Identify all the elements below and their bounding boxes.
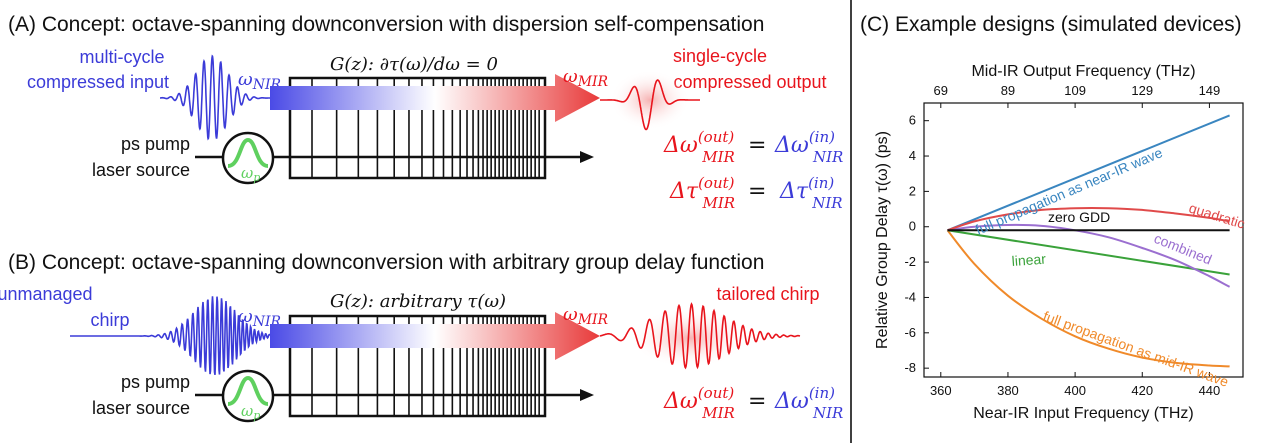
panel-a-output-label-1: single-cycle bbox=[673, 46, 767, 66]
panel-a-equation-freq: Δω(out)MIR = Δω(in)NIR bbox=[663, 128, 843, 166]
panel-a-conversion-arrow bbox=[270, 74, 600, 122]
y-tick-label: -4 bbox=[904, 289, 916, 304]
x-tick-label: 440 bbox=[1199, 383, 1221, 398]
panel-a-input-label-1: multi-cycle bbox=[79, 47, 164, 67]
panel-b-pump-arrowhead bbox=[580, 389, 594, 401]
panel-a-grating-label: G(z): ∂τ(ω)/dω = 0 bbox=[330, 54, 498, 75]
panel-b-pump-source bbox=[221, 369, 275, 423]
panel-a: (A) Concept: octave-spanning downconvers… bbox=[8, 13, 843, 212]
panel-a-input-label-2: compressed input bbox=[27, 72, 169, 92]
x-tick-label: 360 bbox=[930, 383, 952, 398]
panel-c-title: (C) Example designs (simulated devices) bbox=[860, 13, 1242, 36]
series-line bbox=[947, 223, 1231, 288]
panel-b-title: (B) Concept: octave-spanning downconvers… bbox=[8, 251, 764, 274]
series-line bbox=[947, 114, 1230, 232]
svg-text:=: = bbox=[748, 133, 766, 158]
x2-tick-label: 129 bbox=[1131, 83, 1153, 98]
y-tick-label: -6 bbox=[904, 325, 916, 340]
x2-axis-label: Mid-IR Output Frequency (THz) bbox=[971, 63, 1195, 80]
panel-a-title: (A) Concept: octave-spanning downconvers… bbox=[8, 13, 764, 36]
svg-text:=: = bbox=[748, 389, 766, 414]
y-tick-label: 0 bbox=[909, 219, 916, 234]
svg-text:Δτ(in)NIR: Δτ(in)NIR bbox=[779, 174, 843, 212]
series-label: combined bbox=[1152, 230, 1214, 268]
series-label: linear bbox=[1011, 251, 1047, 269]
panel-c: (C) Example designs (simulated devices) … bbox=[860, 13, 1247, 422]
panel-b-input-label-1: unmanaged bbox=[0, 284, 93, 304]
panel-b-input-pulse bbox=[70, 296, 271, 375]
panel-a-output-label-2: compressed output bbox=[673, 72, 826, 92]
series-label: quadratic bbox=[1187, 200, 1247, 232]
svg-text:Δτ(out)MIR: Δτ(out)MIR bbox=[669, 174, 735, 212]
svg-text:Δω(out)MIR: Δω(out)MIR bbox=[663, 384, 735, 422]
x-tick-label: 380 bbox=[997, 383, 1019, 398]
panel-b-output-label: tailored chirp bbox=[716, 284, 819, 304]
panel-b-equation-freq: Δω(out)MIR = Δω(in)NIR bbox=[663, 384, 843, 422]
y-tick-label: -2 bbox=[904, 254, 916, 269]
series-line bbox=[947, 229, 1230, 276]
panel-a-pump-label-1: ps pump bbox=[121, 134, 190, 154]
x-tick-label: 400 bbox=[1064, 383, 1086, 398]
panel-a-pump-gaussian bbox=[227, 137, 269, 168]
panel-b-omega-mir: ωMIR bbox=[563, 304, 609, 328]
panel-b-conversion-arrow bbox=[270, 312, 600, 360]
panel-b-output-pulse bbox=[599, 302, 801, 370]
panel-b: (B) Concept: octave-spanning downconvers… bbox=[0, 251, 843, 423]
panel-b-grating-label: G(z): arbitrary τ(ω) bbox=[330, 291, 506, 312]
panel-a-omega-mir: ωMIR bbox=[563, 66, 609, 90]
series-label: full propagation as mid-IR wave bbox=[1041, 308, 1231, 390]
panel-b-pump-gaussian bbox=[227, 375, 269, 406]
svg-text:Δω(out)MIR: Δω(out)MIR bbox=[663, 128, 735, 166]
x2-tick-label: 149 bbox=[1199, 83, 1221, 98]
series-line bbox=[947, 206, 1230, 232]
y-tick-label: 4 bbox=[909, 148, 916, 163]
x2-tick-label: 69 bbox=[934, 83, 948, 98]
chart-frame bbox=[923, 102, 1244, 378]
panel-a-output-glow bbox=[610, 70, 690, 130]
x-axis-label: Near-IR Input Frequency (THz) bbox=[973, 405, 1194, 422]
panel-b-pump-label-1: ps pump bbox=[121, 372, 190, 392]
panel-a-pump-label-2: laser source bbox=[92, 160, 190, 180]
panel-b-input-label-2: chirp bbox=[90, 310, 129, 330]
series-line bbox=[946, 229, 1230, 368]
svg-text:Δω(in)NIR: Δω(in)NIR bbox=[774, 128, 843, 166]
y-axis-label: Relative Group Delay τ(ω) (ps) bbox=[874, 131, 891, 349]
panel-b-pump-label-2: laser source bbox=[92, 398, 190, 418]
x2-tick-label: 109 bbox=[1064, 83, 1086, 98]
x-tick-label: 420 bbox=[1131, 383, 1153, 398]
x2-tick-label: 89 bbox=[1001, 83, 1015, 98]
panel-a-input-pulse bbox=[160, 54, 270, 141]
panel-a-pump-source bbox=[221, 131, 275, 185]
y-tick-label: -8 bbox=[904, 360, 916, 375]
series-label: zero GDD bbox=[1048, 209, 1110, 225]
svg-text:=: = bbox=[748, 179, 766, 204]
svg-text:Δω(in)NIR: Δω(in)NIR bbox=[774, 384, 843, 422]
panel-a-output-pulse bbox=[600, 79, 700, 131]
y-tick-label: 6 bbox=[909, 113, 916, 128]
y-tick-label: 2 bbox=[909, 183, 916, 198]
panel-a-equation-time: Δτ(out)MIR = Δτ(in)NIR bbox=[669, 174, 843, 212]
panel-a-pump-arrowhead bbox=[580, 151, 594, 163]
